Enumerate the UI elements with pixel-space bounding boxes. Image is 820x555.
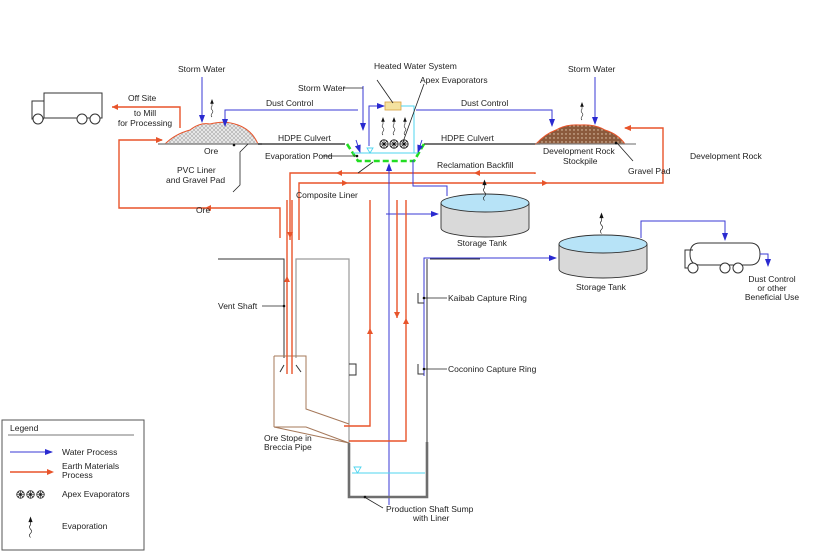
- label-composite-liner: Composite Liner: [296, 190, 358, 200]
- label-to-mill: to Mill: [134, 108, 156, 118]
- evaporation-icon: [391, 116, 397, 136]
- apex-evaporator-icon: [379, 139, 389, 149]
- label-for-processing: for Processing: [118, 118, 173, 128]
- label-hdpe-culvert-left: HDPE Culvert: [278, 133, 332, 143]
- pond-to-tank-line: [412, 160, 448, 196]
- label-gravel-pad-left: and Gravel Pad: [166, 175, 225, 185]
- production-shaft-sump: [347, 442, 429, 499]
- ore-to-mill-line: [112, 106, 181, 128]
- label-with-liner: with Liner: [412, 513, 450, 523]
- ore-return-line: [118, 139, 281, 238]
- label-storm-water-center: Storm Water: [298, 83, 346, 93]
- vent-shaft-wall-left: [218, 258, 285, 358]
- legend-water-process: Water Process: [62, 447, 117, 457]
- label-stockpile: Stockpile: [563, 156, 598, 166]
- label-production-shaft-sump: Production Shaft Sump: [386, 504, 474, 514]
- storage-tank-2: [558, 234, 648, 279]
- label-vent-shaft: Vent Shaft: [218, 301, 258, 311]
- label-storage-tank-2: Storage Tank: [576, 282, 627, 292]
- label-coconino-capture-ring: Coconino Capture Ring: [448, 364, 537, 374]
- evaporation-icon: [380, 116, 386, 136]
- label-dust-control-use: Dust Control: [748, 274, 795, 284]
- label-ore-stope: Ore Stope in: [264, 433, 312, 443]
- heated-water-system: [384, 101, 402, 111]
- legend-title: Legend: [10, 423, 39, 433]
- label-or-other: or other: [757, 283, 786, 293]
- evaporation-icon: [579, 101, 585, 121]
- evaporation-icon: [598, 211, 605, 235]
- label-reclamation-backfill: Reclamation Backfill: [437, 160, 514, 170]
- label-apex-evaporators: Apex Evaporators: [420, 75, 488, 85]
- label-ore-pile: Ore: [204, 146, 218, 156]
- apex-evaporators-icon: [36, 490, 45, 499]
- label-storm-water-left: Storm Water: [178, 64, 226, 74]
- label-gravel-pad: Gravel Pad: [628, 166, 671, 176]
- storage-tank-1: [440, 193, 530, 238]
- development-rock-stockpile: [534, 124, 636, 145]
- label-evaporation-pond: Evaporation Pond: [265, 151, 333, 161]
- apex-evaporators-icon: [16, 490, 25, 499]
- dust-control-left-line: [222, 109, 358, 127]
- vent-shaft-wall-right: [295, 258, 350, 443]
- legend: Legend Water Process Earth Materials Pro…: [1, 419, 145, 551]
- dust-control-right-line: [416, 109, 555, 127]
- label-beneficial-use: Beneficial Use: [745, 292, 800, 302]
- legend-apex-evaporators: Apex Evaporators: [62, 489, 130, 499]
- legend-evaporation: Evaporation: [62, 521, 108, 531]
- ore-pile: [158, 121, 262, 145]
- label-heated-water-system: Heated Water System: [374, 61, 457, 71]
- label-development-rock-stockpile: Development Rock: [543, 146, 616, 156]
- apex-evaporator-icon: [399, 139, 409, 149]
- label-breccia-pipe: Breccia Pipe: [264, 442, 312, 452]
- label-dust-control-left: Dust Control: [266, 98, 313, 108]
- label-ore-return: Ore: [196, 205, 210, 215]
- label-kaibab-capture-ring: Kaibab Capture Ring: [448, 293, 527, 303]
- label-storm-water-right: Storm Water: [568, 64, 616, 74]
- ore-stope: [273, 355, 350, 444]
- legend-earth-materials-process: Process: [62, 470, 93, 480]
- apex-evaporators-icon: [26, 490, 35, 499]
- legend-box: [1, 419, 145, 551]
- haul-truck-icon: [31, 92, 103, 125]
- label-storage-tank-1: Storage Tank: [457, 238, 508, 248]
- legend-earth-materials: Earth Materials: [62, 461, 119, 471]
- label-hdpe-culvert-right: HDPE Culvert: [441, 133, 495, 143]
- label-pvc-liner: PVC Liner: [177, 165, 216, 175]
- water-tanker-truck-icon: [684, 242, 761, 274]
- evaporation-icon: [209, 98, 215, 118]
- apex-evaporator-icon: [389, 139, 399, 149]
- label-off-site: Off Site: [128, 93, 156, 103]
- capture-ring-water-line: [423, 255, 557, 376]
- tank-to-truck-line: [640, 220, 728, 241]
- label-dust-control-right: Dust Control: [461, 98, 508, 108]
- label-development-rock: Development Rock: [690, 151, 763, 161]
- development-rock-line: [298, 127, 664, 240]
